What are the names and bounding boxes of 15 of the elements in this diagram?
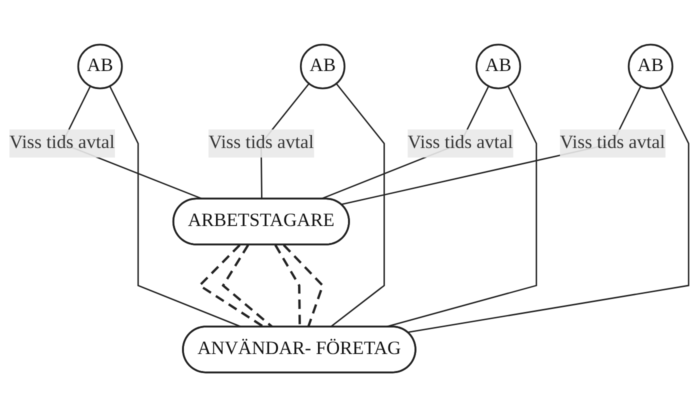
node-circle: AB bbox=[300, 44, 346, 90]
edge-label: Viss tids avtal bbox=[408, 132, 513, 153]
connector bbox=[109, 86, 242, 328]
connector bbox=[282, 244, 324, 328]
node-circle: AB bbox=[476, 44, 522, 90]
connector bbox=[222, 244, 274, 328]
connector bbox=[330, 83, 385, 328]
node-circle: AB bbox=[628, 44, 674, 90]
edge-label: Viss tids avtal bbox=[9, 132, 115, 153]
connector bbox=[198, 244, 265, 328]
edge-label: Viss tids avtal bbox=[208, 132, 314, 153]
connector bbox=[341, 86, 642, 206]
edge-label: Viss tids avtal bbox=[560, 132, 666, 153]
connector bbox=[408, 86, 690, 334]
node-circle: AB bbox=[77, 44, 123, 90]
